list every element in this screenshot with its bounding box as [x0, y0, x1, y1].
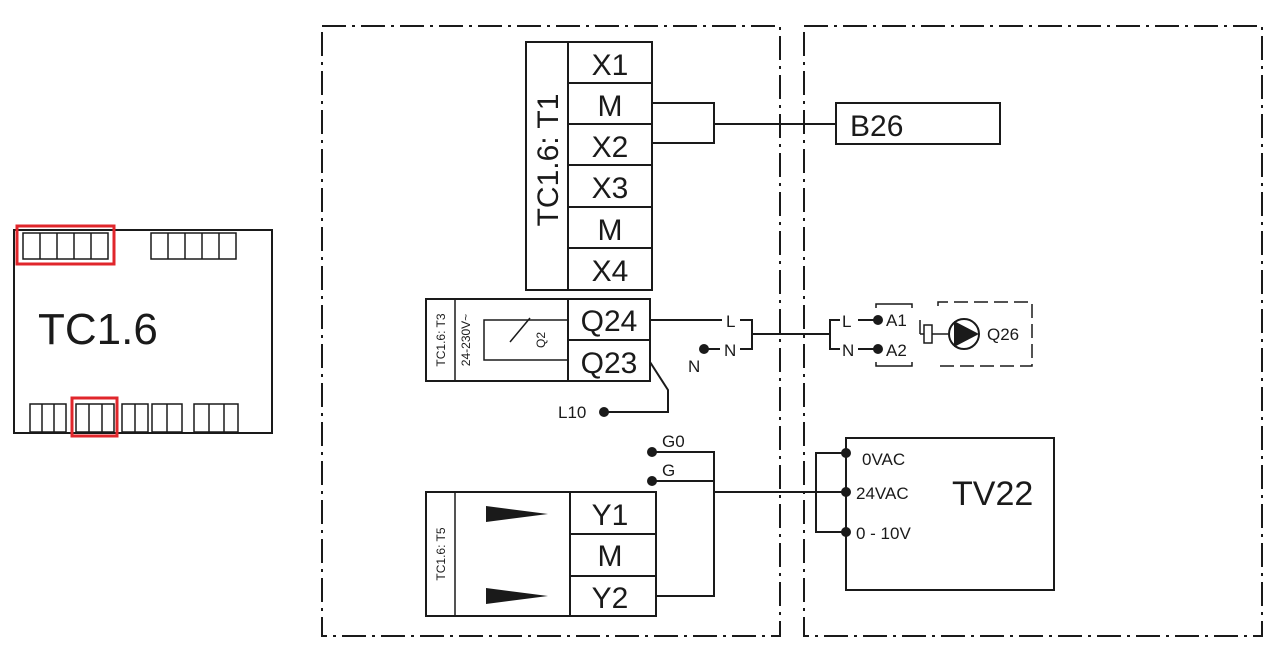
- valve-terminal-0vac: 0VAC: [862, 450, 905, 469]
- top-terminal-block-1: [22, 232, 109, 260]
- bottom-terminal-block-2: [75, 403, 115, 433]
- wire-label-n-2: N: [688, 357, 700, 376]
- valve-terminal-0-10v: 0 - 10V: [856, 524, 911, 543]
- module-t3-voltage: 24-230V~: [459, 314, 473, 366]
- enclosure-controller-side: [321, 25, 781, 637]
- terminal-m-3: M: [598, 540, 623, 573]
- enclosure-field-side: [803, 25, 1263, 637]
- module-t1-label: TC1.6: T1: [532, 94, 565, 227]
- pump-terminal-a2: A2: [886, 341, 907, 360]
- output-y1-icon: [486, 506, 548, 522]
- pump-coil-icon: [923, 324, 933, 344]
- controller-tc16: TC1.6: [13, 224, 273, 438]
- wire-label-n-1: N: [724, 341, 736, 360]
- terminal-x1: X1: [592, 49, 629, 82]
- module-t5-label: TC1.6: T5: [434, 527, 448, 580]
- wire-label-l-1: L: [726, 312, 735, 331]
- sensor-b26: B26: [835, 102, 1001, 145]
- terminal-y1: Y1: [592, 499, 629, 532]
- valve-tv22: 0VAC 24VAC 0 - 10V TV22: [815, 437, 1055, 591]
- terminal-x4: X4: [592, 255, 629, 288]
- sensor-b26-label: B26: [850, 110, 903, 143]
- terminal-m-1: M: [598, 90, 623, 123]
- bottom-terminal-block-5: [193, 403, 239, 433]
- module-t3-label: TC1.6: T3: [434, 313, 448, 366]
- terminal-q24: Q24: [581, 305, 638, 338]
- controller-title: TC1.6: [38, 305, 158, 354]
- wire-label-g: G: [662, 461, 675, 480]
- top-terminal-block-2: [150, 232, 237, 260]
- output-y2-icon: [486, 588, 548, 604]
- bottom-terminal-block-3: [121, 403, 149, 433]
- relay-label: Q2: [534, 332, 548, 348]
- module-t3: TC1.6: T3 24-230V~ Q2 Q24 Q23: [425, 298, 651, 382]
- valve-label: TV22: [952, 475, 1033, 513]
- pump-label: Q26: [987, 325, 1019, 344]
- relay-contact-wiring: [483, 319, 568, 361]
- wire-label-g0: G0: [662, 432, 685, 451]
- wire-label-l10: L10: [558, 403, 586, 422]
- wire-power-l-n: L N N: [650, 312, 840, 376]
- module-t1: TC1.6: T1 X1 M X2 X3 M X4: [525, 41, 653, 291]
- highlight-bottom-terminals: [70, 396, 119, 438]
- pump-terminal-a1: A1: [886, 311, 907, 330]
- bottom-terminal-block-1: [29, 403, 67, 433]
- pump-wire-label-n: N: [842, 341, 854, 360]
- highlight-top-terminals: [15, 224, 116, 266]
- pump-icon: [948, 318, 980, 350]
- terminal-x3: X3: [592, 172, 629, 205]
- pump-wire-label-l: L: [842, 312, 851, 331]
- bottom-terminal-block-4: [151, 403, 183, 433]
- terminal-q23: Q23: [581, 347, 638, 380]
- wire-t1-to-b26: [652, 102, 836, 144]
- wire-q23-to-l10: L10: [558, 361, 669, 422]
- valve-terminal-24vac: 24VAC: [856, 484, 909, 503]
- wire-g0-g: G0 G: [647, 432, 846, 597]
- terminal-y2: Y2: [592, 582, 629, 615]
- terminal-m-2: M: [598, 214, 623, 247]
- relay-contact-icon: [509, 317, 531, 343]
- terminal-x2: X2: [592, 131, 629, 164]
- pump-q26: L N A1 A2 Q26: [842, 301, 1033, 367]
- module-t5: TC1.6: T5 Y1 M Y2: [425, 491, 657, 617]
